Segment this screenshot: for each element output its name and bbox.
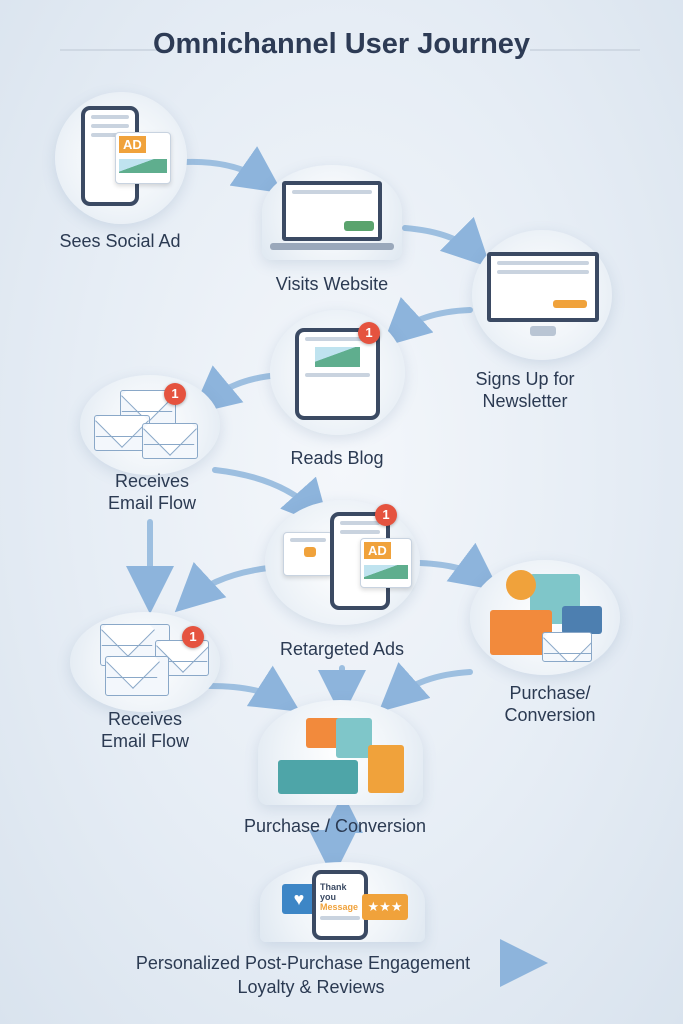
- title-rule-left: [60, 49, 170, 51]
- node-purchase-center: [258, 700, 423, 805]
- step-label-email2-2: Email Flow: [100, 731, 190, 751]
- step-label-newsletter-1: Signs Up for: [475, 369, 575, 389]
- notification-badge: 1: [182, 626, 204, 648]
- step-label-purchase-right-1: Purchase/: [509, 683, 591, 703]
- ad-card-icon: AD: [115, 132, 171, 184]
- credit-card-icon: [278, 760, 358, 794]
- node-post-purchase: ♥ Thank you Message ★★★: [260, 862, 425, 942]
- ad-card-icon: [283, 532, 333, 576]
- arrow-purchase-right-to-center: [378, 662, 473, 712]
- ad-card-icon: AD: [360, 538, 412, 588]
- notification-badge: 1: [375, 504, 397, 526]
- node-retargeted-ads: AD 1: [265, 500, 420, 625]
- monitor-icon: [487, 252, 599, 322]
- envelope-icon: [542, 632, 592, 662]
- title-rule-right: [530, 49, 640, 51]
- step-label-newsletter-2: Newsletter: [482, 391, 568, 411]
- page-title: Omnichannel User Journey: [152, 28, 531, 60]
- gift-box-icon: [368, 745, 404, 793]
- arrow-retargeted-to-email2: [174, 562, 271, 613]
- step-label-email-2: Email Flow: [107, 493, 197, 513]
- message-text: Message: [320, 902, 359, 912]
- step-label-website: Visits Website: [275, 274, 389, 294]
- node-blog: 1: [270, 310, 405, 435]
- node-website: [262, 165, 402, 260]
- thank-you-text: Thank you: [320, 882, 347, 902]
- node-email-flow: 1: [80, 375, 220, 475]
- step-label-blog: Reads Blog: [290, 448, 384, 468]
- rating-stars-icon: ★★★: [362, 894, 408, 920]
- node-email-flow-2: 1: [70, 612, 220, 712]
- envelope-icon: [105, 656, 169, 696]
- step-label-email2-1: Receives: [107, 709, 183, 729]
- coin-icon: [506, 570, 536, 600]
- node-purchase-right: [470, 560, 620, 675]
- step-label-email-1: Receives: [114, 471, 190, 491]
- heart-icon: ♥: [282, 884, 316, 914]
- arrow-website-to-newsletter: [402, 216, 491, 268]
- arrow-blog-to-email: [191, 365, 283, 415]
- phone-icon: Thank you Message: [312, 870, 368, 940]
- envelope-icon: [142, 423, 198, 459]
- notification-badge: 1: [164, 383, 186, 405]
- step-label-purchase-right-2: Conversion: [504, 705, 596, 725]
- laptop-icon: [282, 181, 382, 241]
- step-label-retargeted: Retargeted Ads: [279, 639, 405, 659]
- notification-badge: 1: [358, 322, 380, 344]
- shopping-bag-icon: [336, 718, 372, 758]
- credit-card-icon: [562, 606, 602, 634]
- step-label-social-ad: Sees Social Ad: [59, 231, 181, 251]
- arrow-newsletter-to-blog: [381, 297, 473, 348]
- arrow-retargeted-to-purchase: [417, 542, 500, 591]
- arrow-ad-to-website: [182, 146, 283, 194]
- arrow-email2-to-purchase: [207, 665, 301, 712]
- step-label-purchase-center: Purchase / Conversion: [243, 816, 427, 836]
- node-newsletter: [472, 230, 612, 360]
- step-label-post-purchase-2: Loyalty & Reviews: [237, 977, 385, 997]
- step-label-post-purchase-1: Personalized Post-Purchase Engagement: [135, 953, 471, 973]
- node-social-ad: AD: [55, 92, 187, 224]
- envelope-icon: [94, 415, 150, 451]
